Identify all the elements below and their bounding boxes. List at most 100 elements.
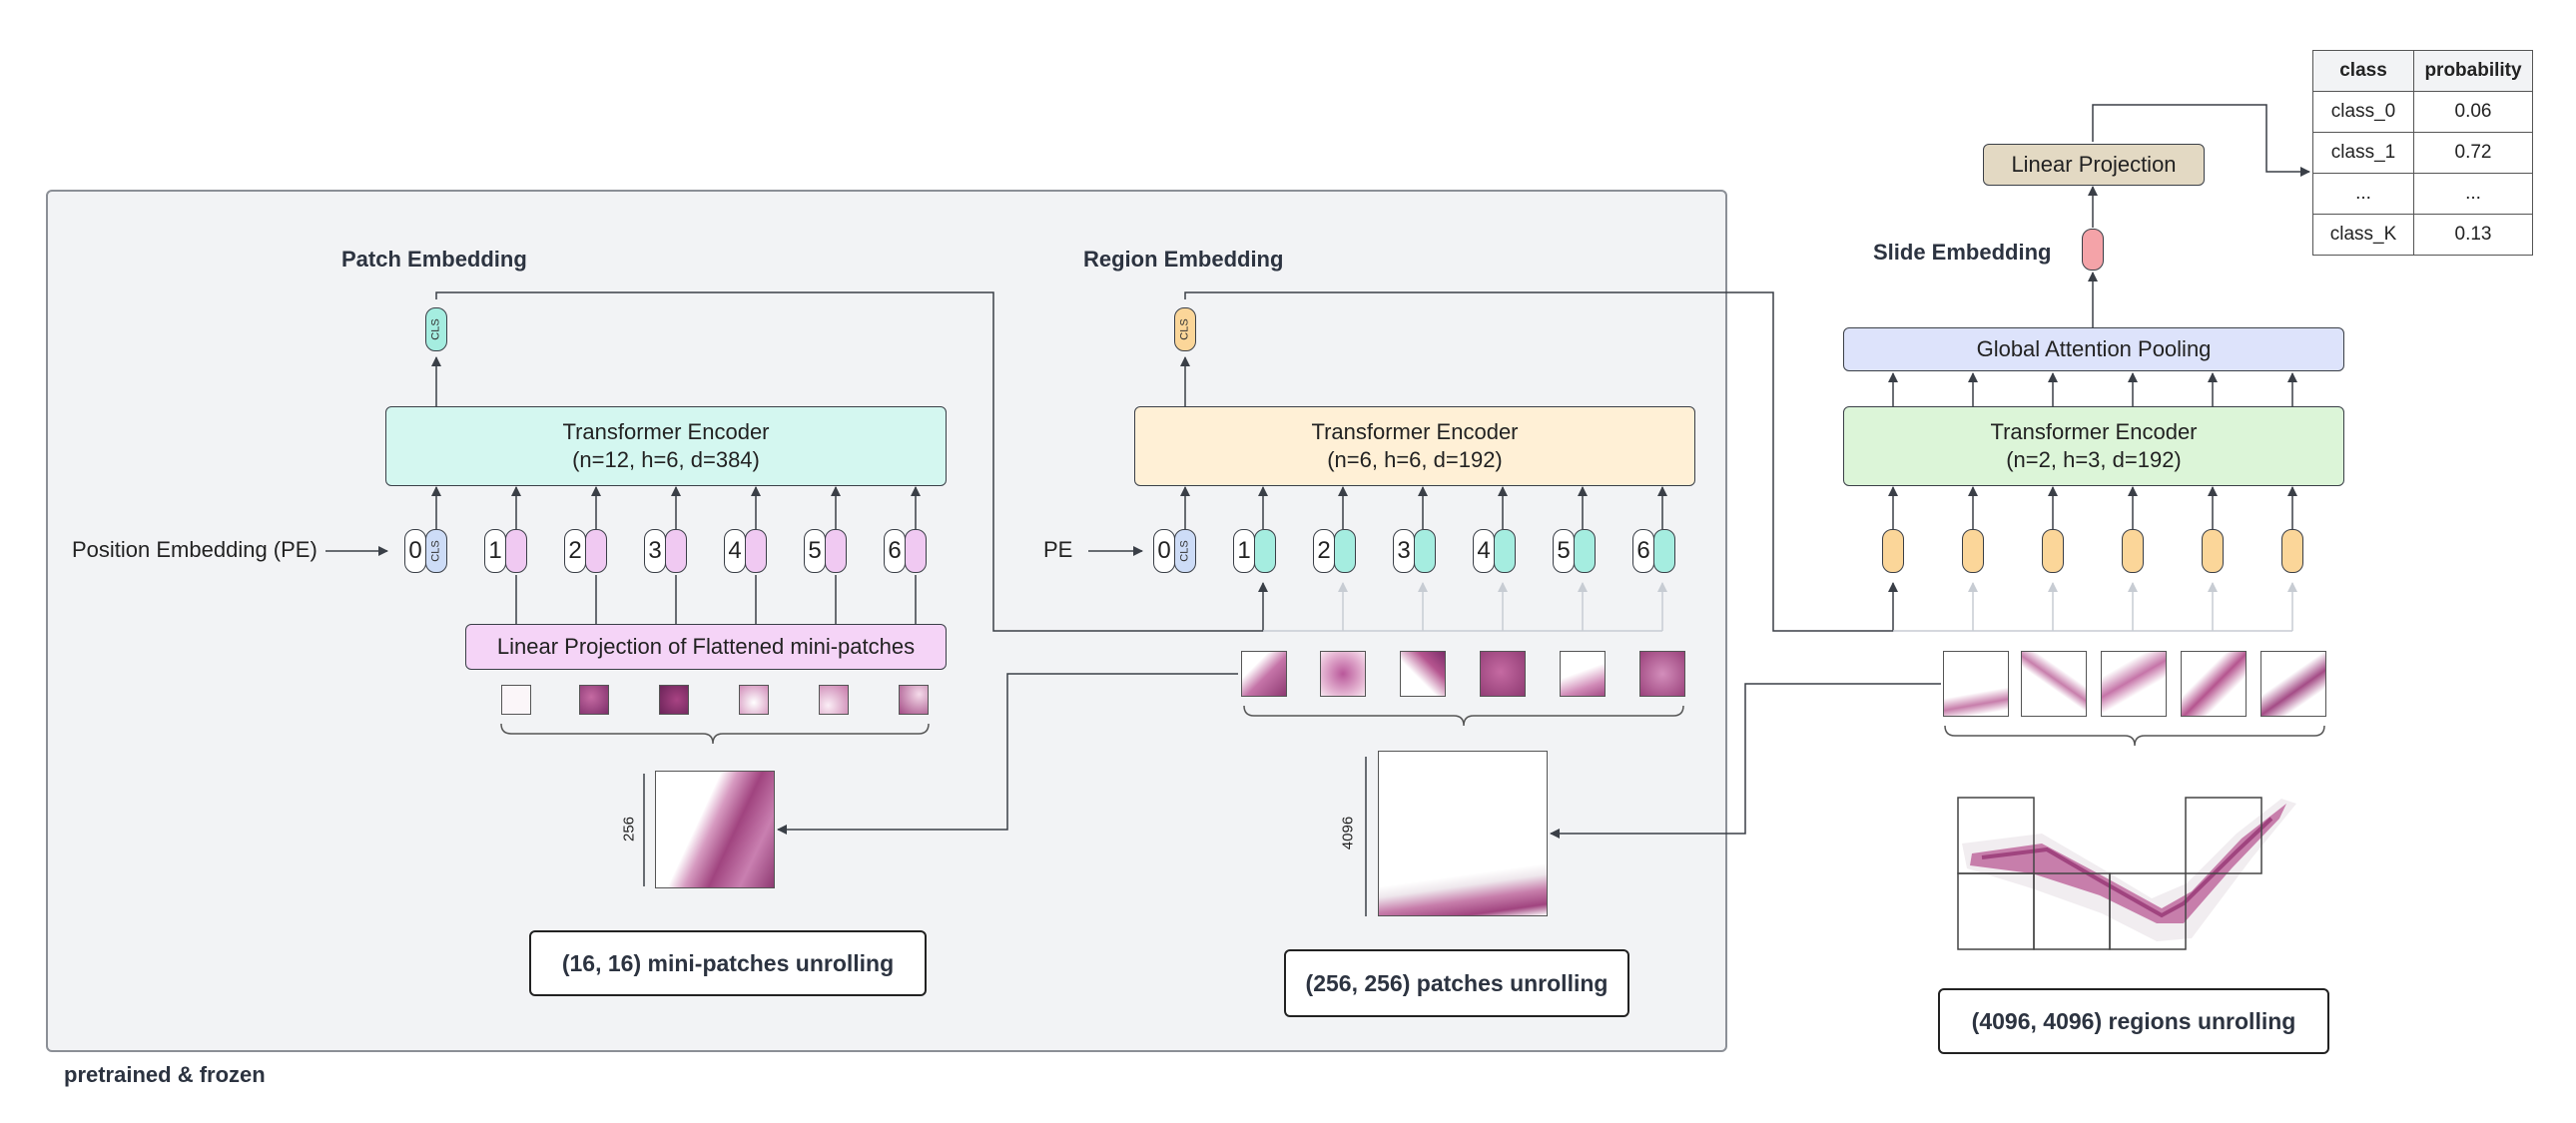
patch-thumb-2	[1320, 651, 1366, 697]
region-thumb-2	[2021, 651, 2087, 717]
patch-index-4: 4	[724, 529, 746, 573]
table-row: ......	[2312, 173, 2533, 215]
whole-slide-image	[1962, 799, 2296, 941]
patch-token-2	[585, 529, 607, 573]
region-image-frame	[1378, 751, 1548, 916]
patch-token-3	[665, 529, 687, 573]
patch-size-label: 256	[620, 816, 638, 842]
patch-encoder-params: (n=12, h=6, d=384)	[572, 447, 760, 472]
patch-index-1: 1	[484, 529, 506, 573]
region-token-2	[1334, 529, 1356, 573]
patch-image-frame	[655, 771, 775, 888]
region-grid-overlay	[1957, 797, 2262, 950]
region-cls-input-token: CLS	[1174, 529, 1196, 573]
table-header-class: class	[2312, 50, 2414, 92]
patch-index-0: 0	[404, 529, 426, 573]
region-thumb-1	[1943, 651, 2009, 717]
mini-patch-thumb-1	[501, 685, 531, 715]
mini-patch-thumb-5	[819, 685, 849, 715]
patch-token-1	[505, 529, 527, 573]
slide-transformer-encoder: Transformer Encoder (n=2, h=3, d=192)	[1843, 406, 2344, 486]
patch-cls-output-token: CLS	[425, 307, 447, 351]
region-token-1	[1254, 529, 1276, 573]
region-index-2: 2	[1313, 529, 1335, 573]
slide-embedding-token	[2082, 229, 2104, 271]
patch-thumb-3	[1400, 651, 1446, 697]
slide-embedding-title: Slide Embedding	[1873, 240, 2052, 265]
patch-encoder-title: Transformer Encoder	[562, 419, 770, 444]
slide-encoder-params: (n=2, h=3, d=192)	[2006, 447, 2182, 472]
patch-index-6: 6	[884, 529, 906, 573]
region-thumb-4	[2181, 651, 2247, 717]
region-pe-label: PE	[1043, 537, 1073, 562]
slide-token-3	[2042, 529, 2064, 573]
table-cell-probability: ...	[2413, 173, 2533, 215]
table-cell-class: class_0	[2312, 91, 2414, 133]
region-size-label: 4096	[1339, 816, 1357, 850]
region-token-5	[1574, 529, 1596, 573]
position-embedding-label: Position Embedding (PE)	[72, 537, 318, 562]
region-transformer-encoder: Transformer Encoder (n=6, h=6, d=192)	[1134, 406, 1695, 486]
mini-patch-thumb-3	[659, 685, 689, 715]
patch-index-2: 2	[564, 529, 586, 573]
region-index-0: 0	[1153, 529, 1175, 573]
region-cls-input-label: CLS	[1179, 540, 1191, 562]
patch-token-6	[905, 529, 927, 573]
frozen-panel-caption: pretrained & frozen	[64, 1062, 266, 1087]
mini-patch-thumb-6	[899, 685, 929, 715]
slide-encoder-title: Transformer Encoder	[1990, 419, 2198, 444]
slide-linear-projection: Linear Projection	[1983, 144, 2205, 186]
table-cell-probability: 0.13	[2413, 214, 2533, 256]
table-cell-probability: 0.72	[2413, 132, 2533, 174]
region-token-4	[1494, 529, 1516, 573]
patch-linear-projection: Linear Projection of Flattened mini-patc…	[465, 624, 947, 670]
region-cls-output-label: CLS	[1179, 318, 1191, 340]
patches-unroll-label: (256, 256) patches unrolling	[1284, 949, 1629, 1017]
regions-unroll-label: (4096, 4096) regions unrolling	[1938, 988, 2329, 1054]
global-attention-pooling: Global Attention Pooling	[1843, 327, 2344, 371]
patch-transformer-encoder: Transformer Encoder (n=12, h=6, d=384)	[385, 406, 947, 486]
slide-token-6	[2281, 529, 2303, 573]
mini-patch-thumb-2	[579, 685, 609, 715]
slide-token-2	[1962, 529, 1984, 573]
patch-cls-input-token: CLS	[425, 529, 447, 573]
region-encoder-params: (n=6, h=6, d=192)	[1327, 447, 1503, 472]
region-thumb-5	[2260, 651, 2326, 717]
region-token-3	[1414, 529, 1436, 573]
patch-thumb-1	[1241, 651, 1287, 697]
patch-thumb-5	[1560, 651, 1606, 697]
patch-thumb-4	[1480, 651, 1526, 697]
region-embedding-title: Region Embedding	[1083, 247, 1284, 272]
mini-patch-thumb-4	[739, 685, 769, 715]
table-cell-class: class_1	[2312, 132, 2414, 174]
patch-cls-output-label: CLS	[430, 318, 442, 340]
patch-index-3: 3	[644, 529, 666, 573]
table-cell-class: class_K	[2312, 214, 2414, 256]
mini-patches-unroll-label: (16, 16) mini-patches unrolling	[529, 930, 927, 996]
patch-token-5	[825, 529, 847, 573]
slide-token-1	[1882, 529, 1904, 573]
patch-index-5: 5	[804, 529, 826, 573]
patch-token-4	[745, 529, 767, 573]
region-token-6	[1653, 529, 1675, 573]
region-cls-output-token: CLS	[1174, 307, 1196, 351]
patch-embedding-title: Patch Embedding	[341, 247, 527, 272]
table-cell-class: ...	[2312, 173, 2414, 215]
table-header-probability: probability	[2413, 50, 2533, 92]
region-index-6: 6	[1632, 529, 1654, 573]
region-encoder-title: Transformer Encoder	[1311, 419, 1519, 444]
region-index-4: 4	[1473, 529, 1495, 573]
patch-thumb-6	[1639, 651, 1685, 697]
slide-token-5	[2202, 529, 2224, 573]
table-cell-probability: 0.06	[2413, 91, 2533, 133]
region-index-3: 3	[1393, 529, 1415, 573]
region-thumb-3	[2101, 651, 2167, 717]
patch-cls-input-label: CLS	[430, 540, 442, 562]
region-index-1: 1	[1233, 529, 1255, 573]
slide-token-4	[2122, 529, 2144, 573]
